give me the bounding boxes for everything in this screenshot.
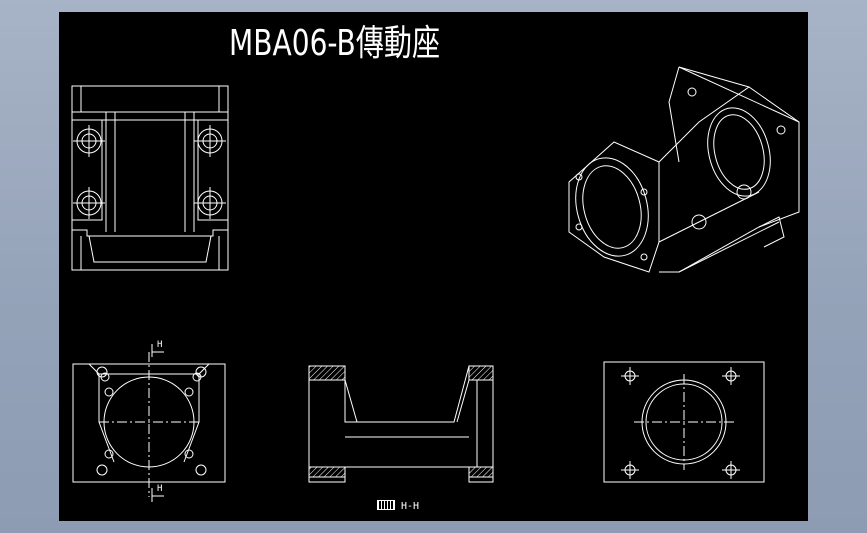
section-caption: H-H xyxy=(377,500,419,512)
front-view: H H xyxy=(72,340,226,502)
section-label: H-H xyxy=(401,501,420,512)
section-view xyxy=(308,365,494,483)
isometric-view xyxy=(568,66,800,273)
caption-block-icon xyxy=(377,500,395,510)
section-marker-bottom: H xyxy=(157,484,162,494)
section-marker-top: H xyxy=(157,340,162,350)
drawing-sheet: MBA06-B傳動座 xyxy=(59,12,808,521)
drawing-title: MBA06-B傳動座 xyxy=(229,23,441,64)
side-view xyxy=(603,361,765,483)
top-view xyxy=(71,85,229,271)
cad-drawing: H H xyxy=(71,66,800,502)
